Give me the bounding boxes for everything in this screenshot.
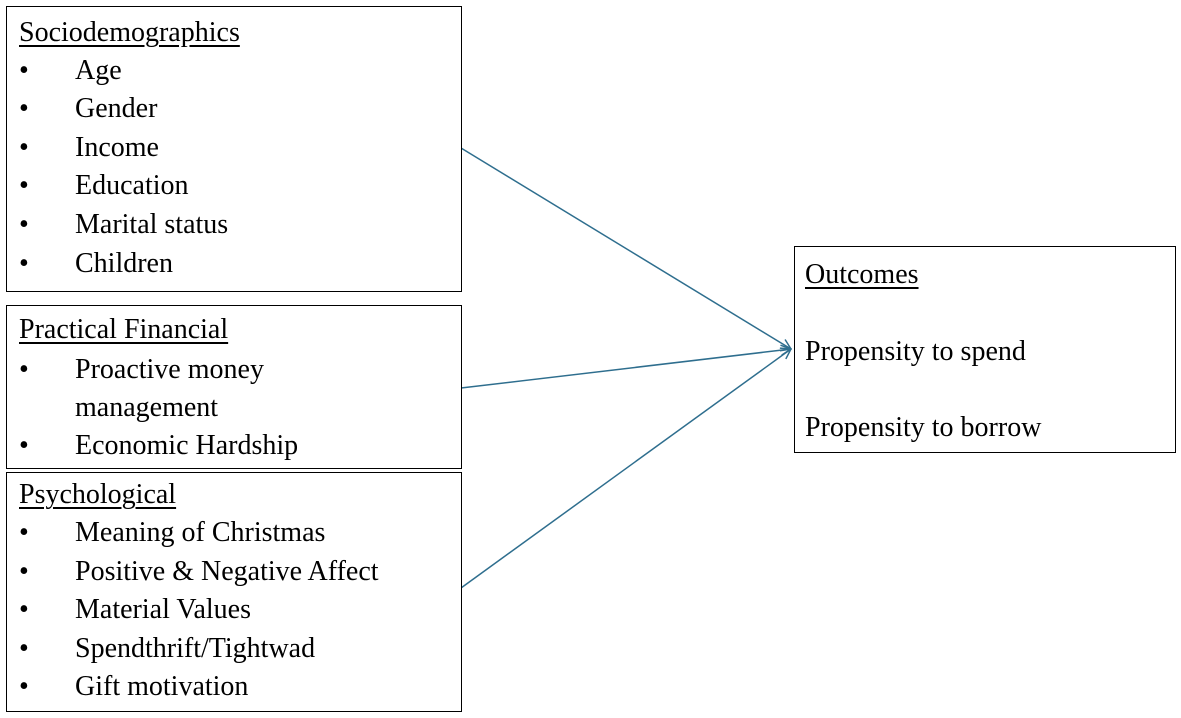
sociodemographics-item: Children (75, 248, 173, 279)
practical-financial-item: management (75, 392, 219, 423)
sociodemographics-item: Gender (75, 93, 158, 124)
outcomes-box: Outcomes Propensity to spend Propensity … (794, 246, 1176, 453)
sociodemographics-item: Age (75, 55, 122, 86)
practical-financial-title: Practical Financial (19, 314, 229, 345)
bullet-icon: • (19, 671, 29, 702)
bullet-icon: • (19, 556, 29, 587)
bullet-icon: • (19, 132, 29, 163)
bullet-icon: • (19, 430, 29, 461)
sociodemographics-box: Sociodemographics • Age • Gender • Incom… (6, 6, 462, 292)
outcomes-title: Outcomes (805, 259, 919, 290)
bullet-icon: • (19, 633, 29, 664)
practical-financial-item: Economic Hardship (75, 430, 299, 461)
bullet-icon: • (19, 209, 29, 240)
bullet-icon: • (19, 354, 29, 385)
connector-practical-to-outcomes (460, 349, 791, 389)
psychological-box: Psychological • Meaning of Christmas • P… (6, 472, 462, 712)
psychological-item: Positive & Negative Affect (75, 556, 379, 587)
sociodemographics-item: Income (75, 132, 159, 163)
sociodemographics-title: Sociodemographics (19, 17, 240, 48)
psychological-item: Meaning of Christmas (75, 517, 326, 548)
psychological-item: Gift motivation (75, 671, 249, 702)
bullet-icon: • (19, 248, 29, 279)
psychological-title: Psychological (19, 479, 177, 510)
bullet-icon: • (19, 93, 29, 124)
sociodemographics-item: Education (75, 170, 189, 201)
outcome-propensity-to-spend: Propensity to spend (805, 336, 1026, 367)
practical-financial-box: Practical Financial • Proactive money ma… (6, 305, 462, 469)
bullet-icon: • (19, 517, 29, 548)
bullet-icon: • (19, 170, 29, 201)
sociodemographics-item: Marital status (75, 209, 229, 240)
connector-sociodemographics-to-outcomes (460, 147, 791, 349)
psychological-item: Spendthrift/Tightwad (75, 633, 316, 664)
practical-financial-item: Proactive money (75, 354, 264, 385)
outcome-propensity-to-borrow: Propensity to borrow (805, 412, 1042, 443)
bullet-icon: • (19, 55, 29, 86)
psychological-item: Material Values (75, 594, 251, 625)
bullet-icon: • (19, 594, 29, 625)
connector-psychological-to-outcomes (460, 349, 791, 589)
